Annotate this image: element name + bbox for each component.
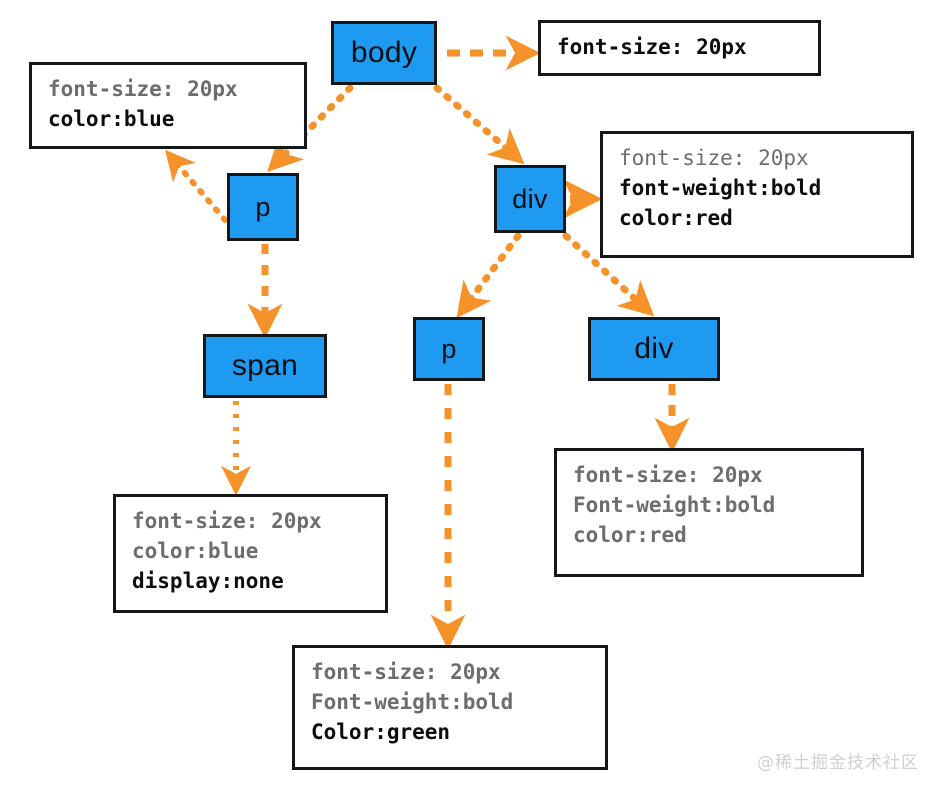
declaration-line: color:red — [619, 205, 733, 230]
declaration-line: font-weight:bold — [619, 175, 822, 200]
declaration-line: font-size: 20px — [557, 35, 747, 59]
node-body[interactable]: body — [331, 21, 437, 85]
declaration-box-p-nested: font-size: 20px Font-weight:bold Color:g… — [292, 645, 608, 770]
declaration-box-body: font-size: 20px — [538, 20, 821, 76]
declaration-line: color:blue — [132, 538, 259, 563]
declaration-line: font-size: 20px — [573, 463, 763, 487]
watermark: @稀土掘金技术社区 — [757, 753, 919, 773]
declaration-line: font-size: 20px — [48, 77, 238, 101]
node-p-nested-label: p — [441, 333, 457, 364]
declaration-line: color:blue — [48, 106, 175, 131]
declaration-line: Font-weight:bold — [311, 689, 514, 714]
node-div-top-label: div — [512, 183, 548, 214]
node-p-top-label: p — [255, 191, 271, 222]
declaration-box-span: font-size: 20px color:blue display:none — [113, 494, 388, 613]
declaration-line: font-size: 20px — [132, 509, 322, 533]
node-span[interactable]: span — [203, 334, 327, 398]
declaration-line: Color:green — [311, 719, 451, 744]
declaration-line: Font-weight:bold — [573, 492, 776, 517]
arrow-body-to-div — [433, 84, 525, 165]
declaration-line: display:none — [132, 568, 284, 593]
node-span-label: span — [231, 349, 299, 382]
node-p-top[interactable]: p — [227, 173, 299, 241]
declaration-line: font-size: 20px — [619, 146, 809, 170]
declaration-box-div-nested: font-size: 20px Font-weight:bold color:r… — [554, 448, 864, 577]
node-div-nested[interactable]: div — [588, 317, 720, 381]
declaration-line: font-size: 20px — [311, 660, 501, 684]
arrow-div-to-p — [456, 232, 522, 319]
arrow-p-to-declaration — [164, 149, 228, 223]
declaration-box-div-top: font-size: 20px font-weight:bold color:r… — [600, 131, 914, 258]
node-div-top[interactable]: div — [494, 165, 566, 233]
declaration-line: color:red — [573, 522, 687, 547]
node-body-label: body — [350, 36, 418, 69]
node-div-nested-label: div — [634, 332, 674, 365]
node-p-nested[interactable]: p — [413, 317, 485, 381]
declaration-box-p-top: font-size: 20px color:blue — [29, 62, 307, 149]
